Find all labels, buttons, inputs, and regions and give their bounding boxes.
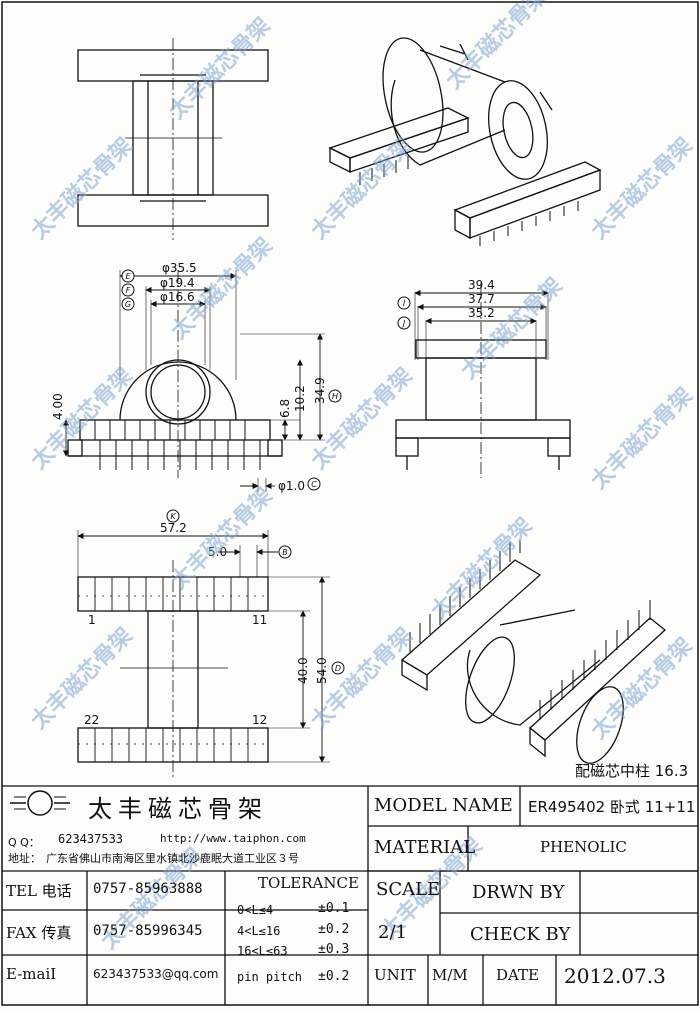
- callout-f: F: [126, 286, 131, 295]
- svg-text:太丰磁芯骨架: 太丰磁芯骨架: [306, 133, 418, 245]
- top-side-view: [77, 38, 269, 240]
- dim-w352: 35.2: [468, 306, 495, 320]
- qq-label: Q Q：: [8, 836, 40, 849]
- qq-number: 623437533: [58, 832, 124, 846]
- drawn-by-label: DRWN BY: [472, 882, 565, 903]
- scale-label: SCALE: [376, 879, 441, 900]
- pin-label-1: 1: [88, 613, 96, 627]
- callout-g: G: [125, 300, 131, 309]
- email-label: E-maiI: [6, 965, 57, 983]
- date-label: DATE: [496, 966, 539, 984]
- middle-front-view: [395, 282, 571, 478]
- svg-text:太丰磁芯骨架: 太丰磁芯骨架: [441, 0, 553, 94]
- dim-w572: 57.2: [160, 521, 187, 535]
- date-value: 2012.07.3: [564, 964, 666, 988]
- unit-value: M/M: [432, 966, 468, 984]
- callout-c: C: [311, 480, 317, 489]
- callout-i: I: [403, 299, 406, 308]
- svg-text:太丰磁芯骨架: 太丰磁芯骨架: [26, 133, 138, 245]
- tolerance-range-3: 16<L≤63: [237, 944, 288, 958]
- bottom-top-view: [77, 530, 330, 778]
- model-name-value: ER495402 卧式 11+11: [528, 798, 696, 816]
- fax-label: FAX 传真: [6, 924, 72, 942]
- callout-j: J: [401, 319, 406, 328]
- tel-label: TEL 电话: [6, 882, 72, 900]
- top-isometric-view: [328, 37, 602, 246]
- svg-text:太丰磁芯骨架: 太丰磁芯骨架: [26, 363, 138, 475]
- tolerance-value-1: ±0.1: [318, 901, 350, 916]
- dim-l400: 40.0: [296, 657, 310, 684]
- pin-label-11: 11: [252, 613, 267, 627]
- callout-b: B: [282, 548, 288, 557]
- tel-number: 0757-85963888: [93, 881, 203, 897]
- bottom-isometric-view: [400, 540, 666, 764]
- callout-d: D: [335, 664, 341, 673]
- unit-label: UNIT: [374, 966, 416, 984]
- dim-d194: φ19.4: [160, 276, 195, 290]
- tolerance-value-4: ±0.2: [318, 969, 350, 984]
- svg-text:太丰磁芯骨架: 太丰磁芯骨架: [586, 133, 698, 245]
- tolerance-value-2: ±0.2: [318, 922, 350, 937]
- dim-d355: φ35.5: [162, 261, 197, 275]
- dim-pin: φ1.0: [278, 479, 305, 493]
- address-text: 广东省佛山市南海区里水镇北沙鹿眠大道工业区３号: [46, 852, 299, 865]
- middle-end-view: [62, 270, 325, 492]
- company-logo: [10, 790, 70, 816]
- check-by-label: CHECK BY: [470, 924, 571, 945]
- tolerance-range-4: pin pitch: [237, 970, 303, 984]
- dim-h349: 34.9: [313, 377, 327, 404]
- dim-p50: 5.0: [208, 545, 227, 559]
- title-block-grid: [2, 785, 698, 1005]
- dim-d166: φ16.6: [160, 290, 195, 304]
- svg-text:太丰磁芯骨架: 太丰磁芯骨架: [26, 623, 138, 735]
- material-label: MATERIAL: [374, 837, 476, 858]
- tolerance-value-3: ±0.3: [318, 942, 350, 957]
- svg-text:太丰磁芯骨架: 太丰磁芯骨架: [586, 383, 698, 495]
- callout-h: H: [332, 392, 338, 401]
- callout-k: K: [170, 512, 176, 521]
- core-note: 配磁芯中柱 16.3: [575, 762, 688, 780]
- dim-w377: 37.7: [468, 292, 495, 306]
- svg-text:太丰磁芯骨架: 太丰磁芯骨架: [426, 513, 538, 625]
- scale-value: 2/1: [378, 922, 407, 943]
- model-name-label: MODEL NAME: [374, 795, 513, 816]
- tolerance-range-1: 0<L≤4: [237, 903, 274, 917]
- dim-h102: 10.2: [293, 385, 307, 412]
- tolerance-title: TOLERANCE: [258, 874, 359, 892]
- dim-h68: 6.8: [278, 399, 292, 418]
- company-name: 太丰磁芯骨架: [88, 795, 268, 823]
- tolerance-range-2: 4<L≤16: [237, 924, 281, 938]
- dim-l540: 54.0: [315, 657, 329, 684]
- dim-h400: 4.00: [51, 393, 65, 420]
- dim-w394: 39.4: [468, 278, 495, 292]
- pin-label-12: 12: [252, 713, 267, 727]
- pin-label-22: 22: [84, 713, 99, 727]
- fax-number: 0757-85996345: [93, 923, 203, 939]
- address-label: 地址：: [8, 852, 41, 865]
- svg-text:太丰磁芯骨架: 太丰磁芯骨架: [164, 13, 276, 125]
- material-value: PHENOLIC: [540, 838, 627, 856]
- callout-e: E: [125, 272, 131, 281]
- website-link[interactable]: http://www.taiphon.com: [160, 832, 306, 845]
- email-address[interactable]: 623437533@qq.com: [93, 967, 219, 981]
